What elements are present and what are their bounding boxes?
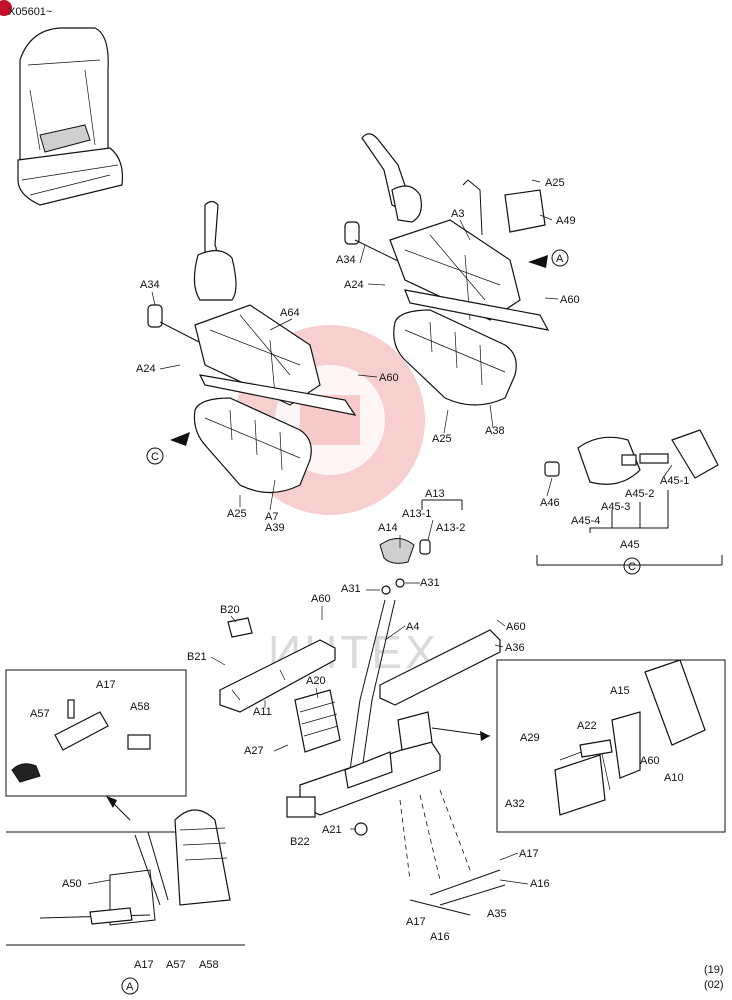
label-a15: A15	[610, 685, 630, 697]
label-a13: A13	[425, 488, 445, 500]
detail-a-pointer-icon	[106, 796, 117, 808]
svg-text:C: C	[628, 561, 636, 573]
label-b20: B20	[220, 604, 240, 616]
part-a31-b	[395, 578, 405, 588]
leader-lines	[87, 179, 673, 885]
label-a3: A3	[451, 208, 464, 220]
plate-a36	[379, 629, 501, 706]
label-a16-bottom: A16	[430, 931, 450, 943]
svg-text:C: C	[151, 451, 159, 463]
console-a3	[344, 133, 550, 331]
label-a50: A50	[62, 878, 82, 890]
label-a24-left: A24	[136, 363, 156, 375]
label-a22: A22	[577, 720, 597, 732]
label-a60-center: A60	[311, 593, 331, 605]
base-plate	[286, 711, 441, 836]
label-a21: A21	[322, 824, 342, 836]
label-a45-4: A45-4	[571, 515, 600, 527]
label-a60-left: A60	[379, 372, 399, 384]
label-a24-right: A24	[344, 279, 364, 291]
label-a17-right: A17	[519, 848, 539, 860]
label-a60-detail: A60	[640, 755, 660, 767]
lever-a4	[349, 599, 396, 771]
label-b21: B21	[187, 651, 207, 663]
svg-text:A: A	[126, 981, 134, 993]
lock-a13	[379, 499, 463, 564]
label-a34-left: A34	[140, 279, 160, 291]
label-a13-1: A13-1	[402, 508, 431, 520]
label-a31-right: A31	[420, 577, 440, 589]
part-a31-a	[381, 585, 391, 595]
bracket-a11	[219, 617, 336, 713]
boot-a20	[294, 689, 341, 753]
cover-a38	[393, 309, 517, 406]
page-revision: (02)	[704, 979, 724, 991]
detail-a-callout	[121, 977, 139, 995]
detail-pedal	[496, 659, 726, 833]
label-a45: A45	[620, 539, 640, 551]
view-a-arrow-icon	[528, 255, 548, 268]
label-a25-top: A25	[545, 177, 565, 189]
label-a46: A46	[540, 497, 560, 509]
label-a20: A20	[306, 675, 326, 687]
label-a11: A11	[253, 706, 272, 718]
label-a31-left: A31	[341, 583, 361, 595]
cover-a39	[193, 397, 312, 494]
label-a64: A64	[280, 307, 300, 319]
view-a-callout	[551, 249, 569, 267]
label-a7: A7	[265, 511, 278, 523]
label-a17-a: A17	[134, 959, 154, 971]
label-a17-bottom: A17	[406, 916, 426, 928]
serial-label: X05601~	[8, 6, 52, 18]
label-b22: B22	[290, 836, 310, 848]
label-a36: A36	[505, 642, 525, 654]
part-labels: A3 A25 A49 A34 A24 A60 A34 A64 A24 A60 A…	[30, 177, 689, 971]
label-a49: A49	[556, 215, 576, 227]
label-a25-right: A25	[432, 433, 452, 445]
label-a27: A27	[244, 745, 264, 757]
label-a34-right: A34	[336, 254, 356, 266]
detail-a17	[5, 669, 187, 797]
label-a32: A32	[505, 798, 525, 810]
label-a58-detail: A58	[130, 701, 150, 713]
label-a10: A10	[664, 772, 684, 784]
cable-lines	[399, 789, 471, 881]
label-a35: A35	[487, 908, 507, 920]
label-a45-3: A45-3	[601, 501, 630, 513]
detail-c	[536, 429, 723, 566]
detail-a	[6, 809, 245, 946]
label-a45-2: A45-2	[625, 488, 654, 500]
label-a17-detail: A17	[96, 679, 116, 691]
label-a45-1: A45-1	[660, 475, 689, 487]
label-a60-right: A60	[560, 294, 580, 306]
label-a58-a: A58	[199, 959, 219, 971]
svg-text:A: A	[556, 253, 564, 265]
label-a14: A14	[378, 522, 398, 534]
page-number: (19)	[704, 964, 724, 976]
detail-pointer-icon	[480, 731, 490, 741]
label-a57-a: A57	[166, 959, 186, 971]
view-c-callout	[146, 447, 164, 465]
label-a57-detail: A57	[30, 708, 50, 720]
label-a13-2: A13-2	[436, 522, 465, 534]
label-a29: A29	[520, 732, 540, 744]
label-a4: A4	[406, 621, 419, 633]
corner-mark-icon	[0, 0, 12, 16]
cab-thumbnail	[17, 27, 124, 206]
label-a39: A39	[265, 522, 285, 534]
label-a60-lower: A60	[506, 621, 526, 633]
label-a25-left: A25	[227, 508, 247, 520]
detail-c-callout	[623, 557, 641, 575]
console-a64	[147, 200, 357, 416]
label-a16-right: A16	[530, 878, 550, 890]
view-c-arrow-icon	[170, 432, 190, 446]
label-a38: A38	[485, 425, 505, 437]
